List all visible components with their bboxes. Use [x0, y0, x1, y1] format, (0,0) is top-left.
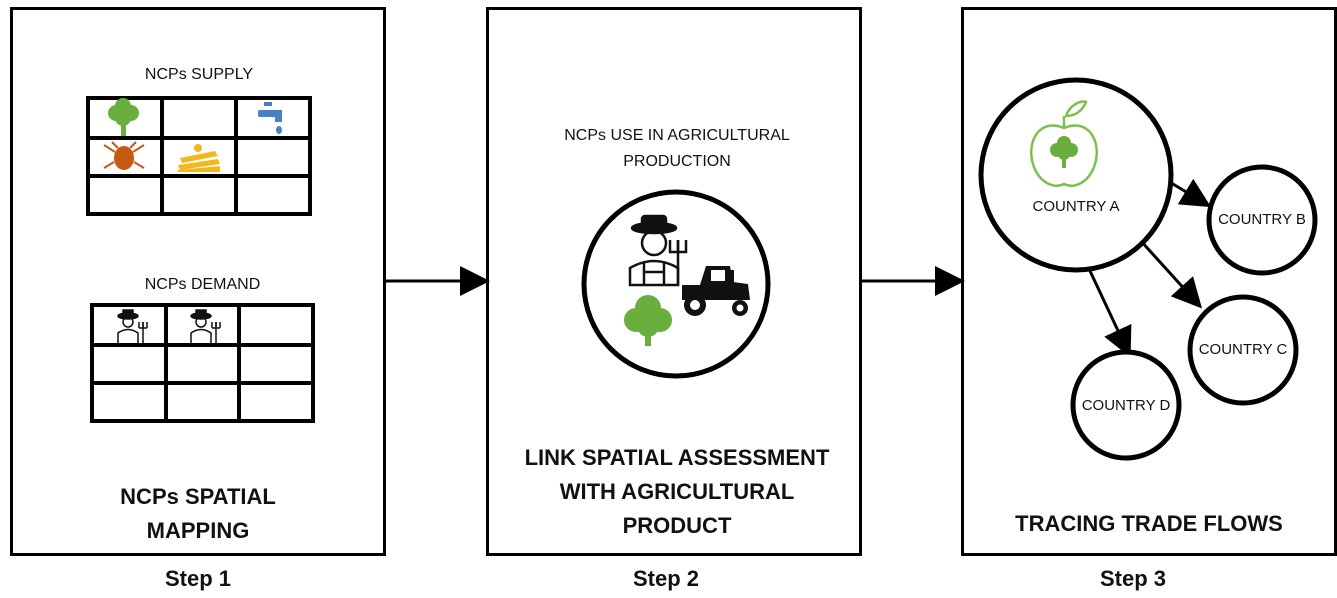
step2-title-line2: WITH AGRICULTURAL — [559, 479, 795, 504]
water-tap-icon — [258, 102, 282, 134]
demand-grid — [90, 303, 315, 423]
step2-title-line1: LINK SPATIAL ASSESSMENT — [524, 445, 830, 470]
step2-label: Step 2 — [632, 566, 700, 591]
ncp-use-line2: PRODUCTION — [623, 153, 731, 170]
supply-label: NCPs SUPPLY — [144, 66, 254, 83]
country-d-label: COUNTRY D — [1081, 397, 1171, 414]
farmland-icon — [178, 144, 220, 172]
country-a-circle — [978, 77, 1174, 273]
country-c-circle — [1187, 294, 1299, 406]
step1-title: NCPs SPATIAL MAPPING — [13, 480, 383, 548]
step3-label: Step 3 — [1099, 566, 1167, 591]
tree-icon — [108, 98, 139, 136]
country-b-label: COUNTRY B — [1218, 211, 1306, 228]
bee-icon — [103, 141, 145, 170]
ncp-use-label: NCPs USE IN AGRICULTURAL PRODUCTION — [489, 123, 865, 175]
tractor-icon — [682, 266, 750, 316]
supply-grid — [86, 96, 312, 216]
step2-title-line3: PRODUCT — [622, 513, 732, 538]
step2-title: LINK SPATIAL ASSESSMENT WITH AGRICULTURA… — [489, 441, 865, 543]
step1-title-line2: MAPPING — [146, 518, 250, 543]
apple-icon — [1030, 100, 1098, 187]
tree-icon — [624, 295, 672, 346]
demand-label: NCPs DEMAND — [144, 276, 261, 293]
country-c-label: COUNTRY C — [1198, 341, 1288, 358]
step1-label: Step 1 — [164, 566, 232, 591]
step3-title: TRACING TRADE FLOWS — [1015, 511, 1283, 536]
farmer-icon — [190, 309, 221, 343]
country-b-circle — [1206, 164, 1318, 276]
country-d-circle — [1070, 349, 1182, 461]
trade-arrows — [1081, 178, 1212, 358]
ncp-use-line1: NCPs USE IN AGRICULTURAL — [564, 127, 790, 144]
tree-icon — [1050, 136, 1078, 168]
farmer-icon — [117, 309, 148, 343]
farmer-icon — [628, 214, 688, 287]
country-a-label: COUNTRY A — [1032, 198, 1120, 215]
step1-title-line1: NCPs SPATIAL — [120, 484, 276, 509]
